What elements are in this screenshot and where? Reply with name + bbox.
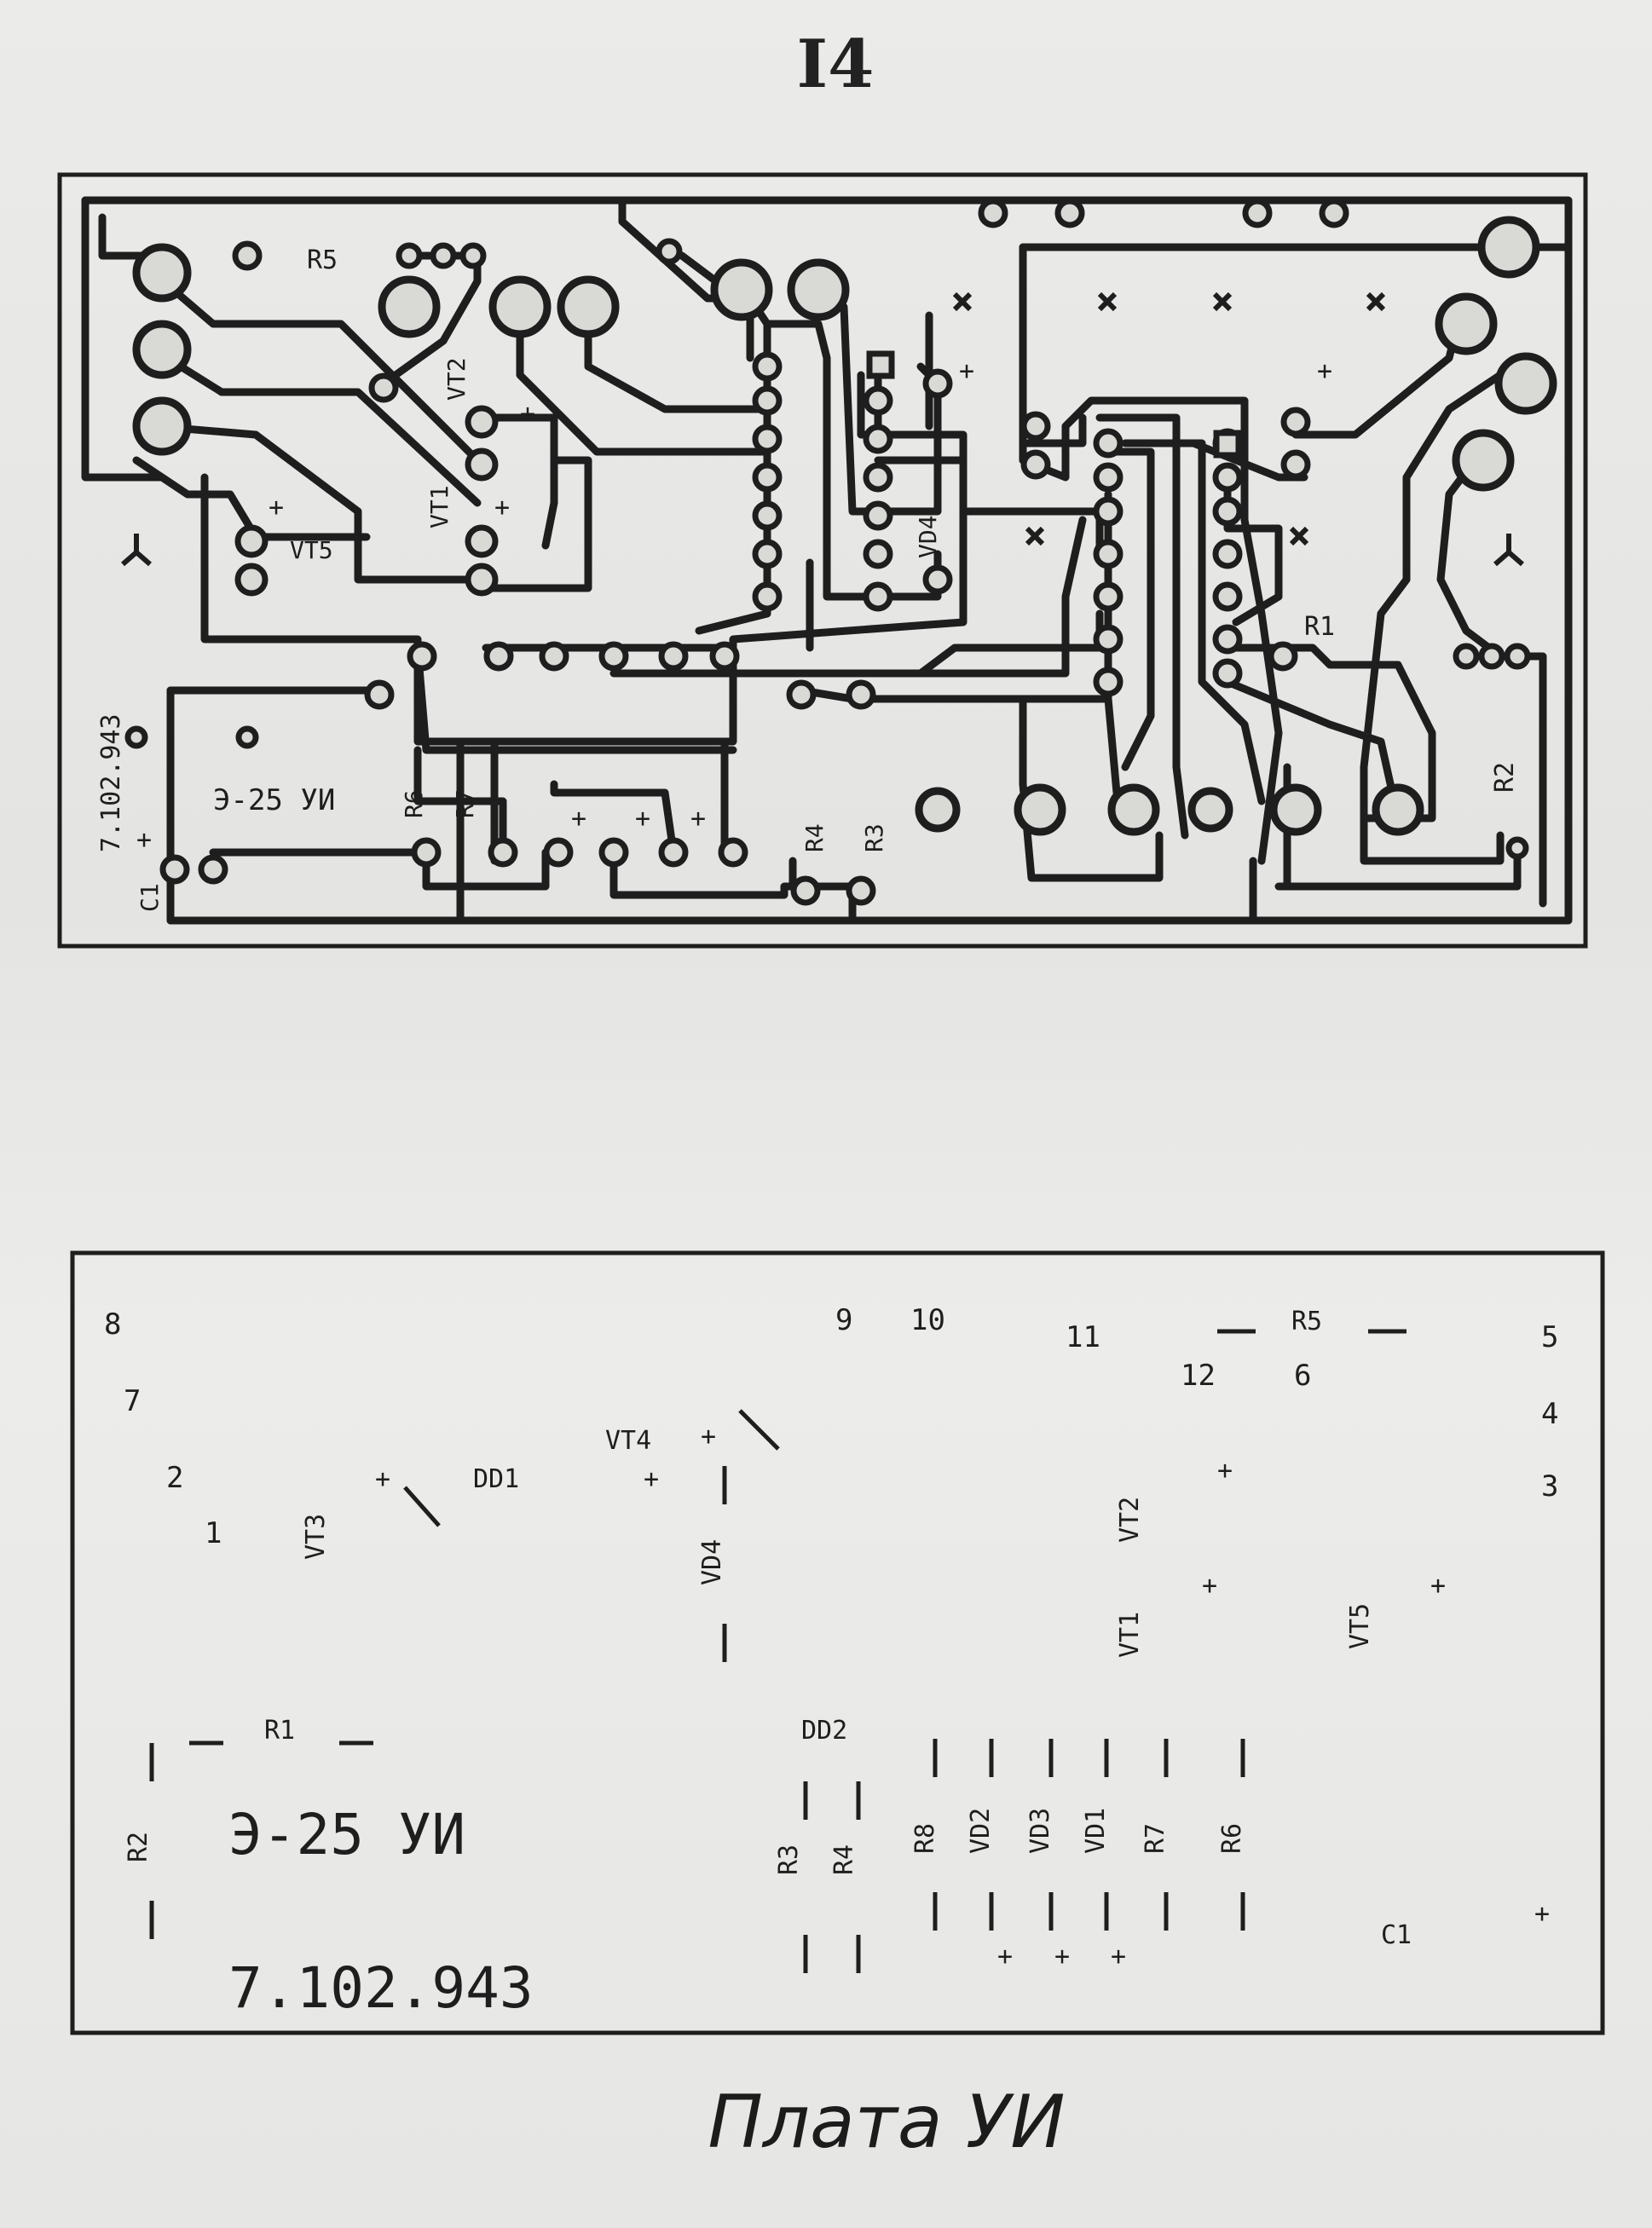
label-r8: R8	[910, 1823, 940, 1854]
component-plus-marks: + + + + + + + + + +	[375, 1422, 1550, 1971]
plus-mark: +	[520, 399, 535, 429]
label-vd2: VD2	[966, 1808, 996, 1854]
label-vd3: VD3	[1025, 1808, 1055, 1854]
plus-mark: +	[644, 1464, 659, 1494]
plus-mark: +	[269, 493, 284, 522]
pin-6: 6	[1294, 1359, 1311, 1393]
label-c1: C1	[1381, 1920, 1412, 1950]
label-vt1: VT1	[1115, 1612, 1145, 1658]
pin-10: 10	[910, 1303, 945, 1337]
plus-mark: +	[690, 804, 706, 834]
pin-11: 11	[1066, 1320, 1100, 1354]
plus-mark: +	[1217, 1456, 1233, 1486]
plus-mark: +	[1317, 356, 1332, 386]
component-doc-number: 7.102.943	[228, 1955, 534, 2021]
label-vd4: VD4	[697, 1539, 727, 1585]
page-number: I4	[796, 26, 875, 103]
copper-label-c1: C1	[136, 883, 164, 912]
pin-2: 2	[166, 1461, 183, 1495]
plus-mark: +	[494, 493, 510, 522]
copper-label-doc-number: 7.102.943	[96, 713, 126, 852]
label-r1: R1	[264, 1716, 295, 1746]
copper-label-r5: R5	[307, 245, 338, 275]
plus-mark: +	[571, 804, 586, 834]
pin-12: 12	[1181, 1359, 1216, 1393]
copper-x-marks	[952, 291, 1386, 546]
label-r7: R7	[1141, 1823, 1170, 1854]
pin-7: 7	[124, 1384, 141, 1418]
plus-mark: +	[1111, 1942, 1126, 1971]
copper-label-r1: R1	[1304, 612, 1335, 642]
plus-mark: +	[635, 804, 650, 834]
copper-pads	[132, 216, 1557, 836]
copper-plus-marks: + + + + + + + + +	[136, 356, 1332, 855]
label-r2: R2	[124, 1832, 153, 1862]
copper-label-vt5: VT5	[290, 536, 333, 564]
label-r4: R4	[829, 1844, 859, 1875]
copper-side-board: R5 VT2 VT1 VT5 VD4 R1 R2 R4 R3 R6 R7 Э-2…	[57, 172, 1588, 949]
copper-label-r2: R2	[1490, 762, 1520, 793]
copper-label-r4: R4	[800, 823, 829, 852]
component-outline-strokes	[149, 1329, 1407, 1973]
plus-mark: +	[701, 1422, 716, 1452]
plus-mark: +	[959, 356, 974, 386]
copper-y-marks	[121, 534, 1524, 567]
label-vt2: VT2	[1115, 1497, 1145, 1543]
copper-small-pads	[124, 198, 1531, 906]
label-vt4: VT4	[605, 1426, 651, 1456]
label-r5: R5	[1291, 1307, 1322, 1336]
plus-mark: +	[997, 1942, 1013, 1971]
copper-label-r6: R6	[400, 789, 428, 818]
plus-mark: +	[375, 1464, 390, 1494]
copper-label-vt2: VT2	[442, 357, 471, 401]
pin-1: 1	[205, 1516, 222, 1550]
copper-board-outline	[57, 172, 1588, 949]
component-designators: R5 VT3 DD1 VT4 VD4 VT2 VT1 VT5 R1 R2 DD2…	[124, 1307, 1412, 1950]
plus-mark: +	[1054, 1942, 1070, 1971]
label-dd1: DD1	[473, 1464, 519, 1494]
plus-mark: +	[1534, 1899, 1550, 1929]
copper-square-pad	[866, 350, 895, 379]
plus-mark: +	[1430, 1571, 1446, 1601]
component-board-name: Э-25 УИ	[228, 1802, 465, 1867]
label-r6: R6	[1217, 1823, 1247, 1854]
label-vt5: VT5	[1345, 1603, 1375, 1649]
copper-label-vd4: VD4	[914, 515, 942, 558]
plus-mark: +	[136, 825, 152, 855]
label-vd1: VD1	[1081, 1808, 1111, 1854]
copper-label-r7: R7	[451, 789, 479, 818]
figure-caption: Плата УИ	[708, 2080, 1066, 2165]
component-pin-numbers: 8 7 2 1 9 10 11 12 6 5 4 3	[104, 1303, 1558, 1550]
label-vt3: VT3	[301, 1514, 331, 1560]
pin-9: 9	[835, 1303, 852, 1337]
pin-4: 4	[1541, 1397, 1558, 1431]
copper-label-vt1: VT1	[425, 485, 453, 528]
component-side-board: 8 7 2 1 9 10 11 12 6 5 4 3 R5 VT3 DD1 VT…	[70, 1250, 1605, 2035]
label-dd2: DD2	[801, 1716, 847, 1746]
copper-label-r3: R3	[860, 823, 888, 852]
component-board-outline	[70, 1250, 1605, 2035]
plus-mark: +	[1202, 1571, 1217, 1601]
pin-8: 8	[104, 1307, 121, 1342]
label-r3: R3	[774, 1844, 804, 1875]
copper-square-pad-2	[1213, 430, 1242, 459]
pin-3: 3	[1541, 1469, 1558, 1504]
pin-5: 5	[1541, 1320, 1558, 1354]
copper-label-board-name: Э-25 УИ	[213, 783, 335, 817]
